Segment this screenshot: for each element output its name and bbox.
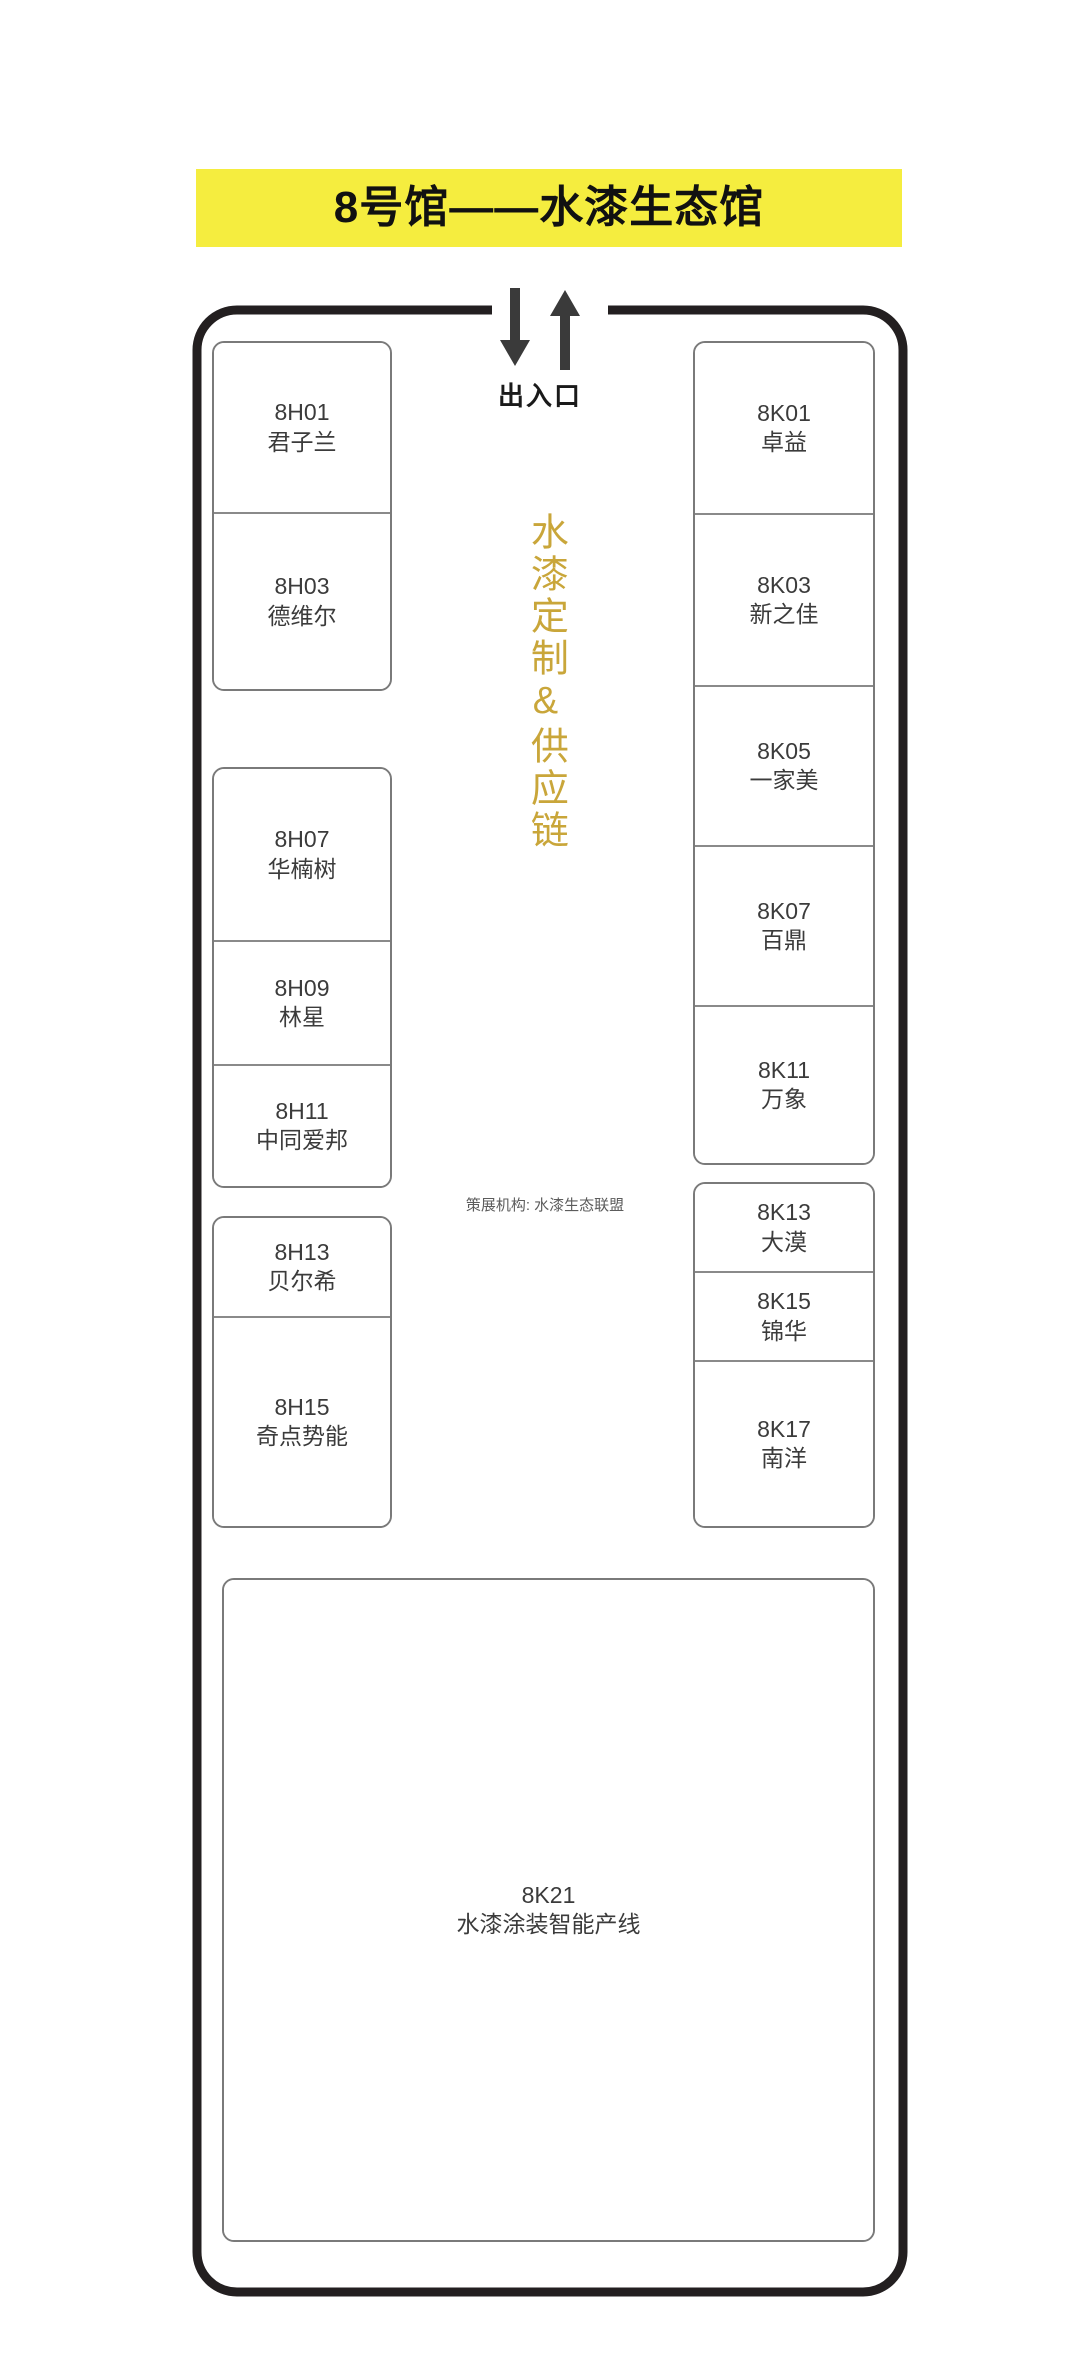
- booth-name: 德维尔: [267, 602, 337, 629]
- booth-name: 贝尔希: [267, 1268, 337, 1294]
- booth-8K03[interactable]: 8K03 新之佳: [695, 515, 873, 687]
- booth-8H09[interactable]: 8H09 林星: [214, 942, 390, 1066]
- booth-block-right-1: 8K01 卓益 8K03 新之佳 8K05 一家美 8K07 百鼎 8K11 万…: [693, 341, 875, 1165]
- booth-code: 8H13: [274, 1238, 330, 1265]
- booth-name: 奇点势能: [256, 1423, 348, 1449]
- booth-8H15[interactable]: 8H15 奇点势能: [214, 1318, 390, 1526]
- booth-block-left-1: 8H01 君子兰 8H03 德维尔: [212, 341, 392, 691]
- hall-wall-svg: [192, 305, 908, 2297]
- booth-8H07[interactable]: 8H07 华楠树: [214, 769, 390, 942]
- booth-code: 8K07: [757, 897, 811, 924]
- center-zone-label: 水漆定制&供应链: [508, 512, 582, 857]
- booth-name: 中同爱邦: [256, 1127, 348, 1153]
- booth-8K05[interactable]: 8K05 一家美: [695, 687, 873, 847]
- booth-code: 8H07: [274, 826, 330, 853]
- booth-8H01[interactable]: 8H01 君子兰: [214, 343, 390, 514]
- booth-8K17[interactable]: 8K17 南洋: [695, 1362, 873, 1526]
- booth-8H11[interactable]: 8H11 中同爱邦: [214, 1066, 390, 1186]
- booth-code: 8H09: [274, 974, 330, 1001]
- booth-name: 锦华: [761, 1317, 807, 1344]
- booth-name: 万象: [761, 1086, 807, 1112]
- booth-name: 水漆涂装智能产线: [456, 1911, 641, 1937]
- booth-code: 8K11: [757, 1056, 810, 1083]
- booth-block-bottom: 8K21 水漆涂装智能产线: [222, 1578, 875, 2242]
- center-zone-text: 水漆定制&供应链: [524, 512, 567, 852]
- booth-8K11[interactable]: 8K11 万象: [695, 1007, 873, 1163]
- booth-8K21[interactable]: 8K21 水漆涂装智能产线: [224, 1580, 873, 2240]
- booth-code: 8K21: [521, 1881, 576, 1908]
- booth-code: 8H15: [274, 1393, 330, 1420]
- booth-name: 卓益: [761, 429, 807, 455]
- hall-outline: [192, 305, 908, 2297]
- booth-name: 一家美: [749, 767, 819, 793]
- page-title: 8号馆——水漆生态馆: [333, 183, 765, 232]
- booth-name: 新之佳: [749, 601, 819, 627]
- booth-block-left-3: 8H13 贝尔希 8H15 奇点势能: [212, 1216, 392, 1528]
- booth-8K15[interactable]: 8K15 锦华: [695, 1273, 873, 1362]
- booth-name: 大漠: [761, 1228, 807, 1255]
- booth-code: 8K03: [757, 571, 811, 598]
- booth-code: 8K13: [757, 1199, 811, 1226]
- booth-code: 8H11: [275, 1097, 329, 1124]
- booth-name: 华楠树: [267, 855, 337, 882]
- booth-code: 8K05: [757, 737, 811, 764]
- booth-8K13[interactable]: 8K13 大漠: [695, 1184, 873, 1273]
- booth-8K01[interactable]: 8K01 卓益: [695, 343, 873, 515]
- entrance-marker: 出入口: [455, 288, 625, 418]
- booth-name: 林星: [279, 1004, 325, 1030]
- up-arrow-icon: [550, 290, 580, 370]
- entrance-label: 出入口: [497, 381, 582, 411]
- hall-title-banner: 8号馆——水漆生态馆: [196, 169, 902, 247]
- booth-code: 8H03: [274, 573, 330, 600]
- booth-8H03[interactable]: 8H03 德维尔: [214, 514, 390, 689]
- booth-8H13[interactable]: 8H13 贝尔希: [214, 1218, 390, 1318]
- booth-name: 百鼎: [761, 927, 807, 953]
- down-arrow-icon: [500, 288, 530, 366]
- curator-credit: 策展机构: 水漆生态联盟: [465, 1197, 625, 1214]
- booth-block-right-2: 8K13 大漠 8K15 锦华 8K17 南洋: [693, 1182, 875, 1528]
- booth-code: 8K15: [757, 1288, 811, 1315]
- booth-block-left-2: 8H07 华楠树 8H09 林星 8H11 中同爱邦: [212, 767, 392, 1188]
- booth-code: 8H01: [274, 399, 330, 426]
- entrance-arrows: [498, 288, 582, 370]
- booth-code: 8K01: [757, 399, 811, 426]
- booth-name: 君子兰: [267, 428, 337, 455]
- booth-name: 南洋: [761, 1445, 807, 1471]
- booth-code: 8K17: [757, 1415, 811, 1442]
- booth-8K07[interactable]: 8K07 百鼎: [695, 847, 873, 1007]
